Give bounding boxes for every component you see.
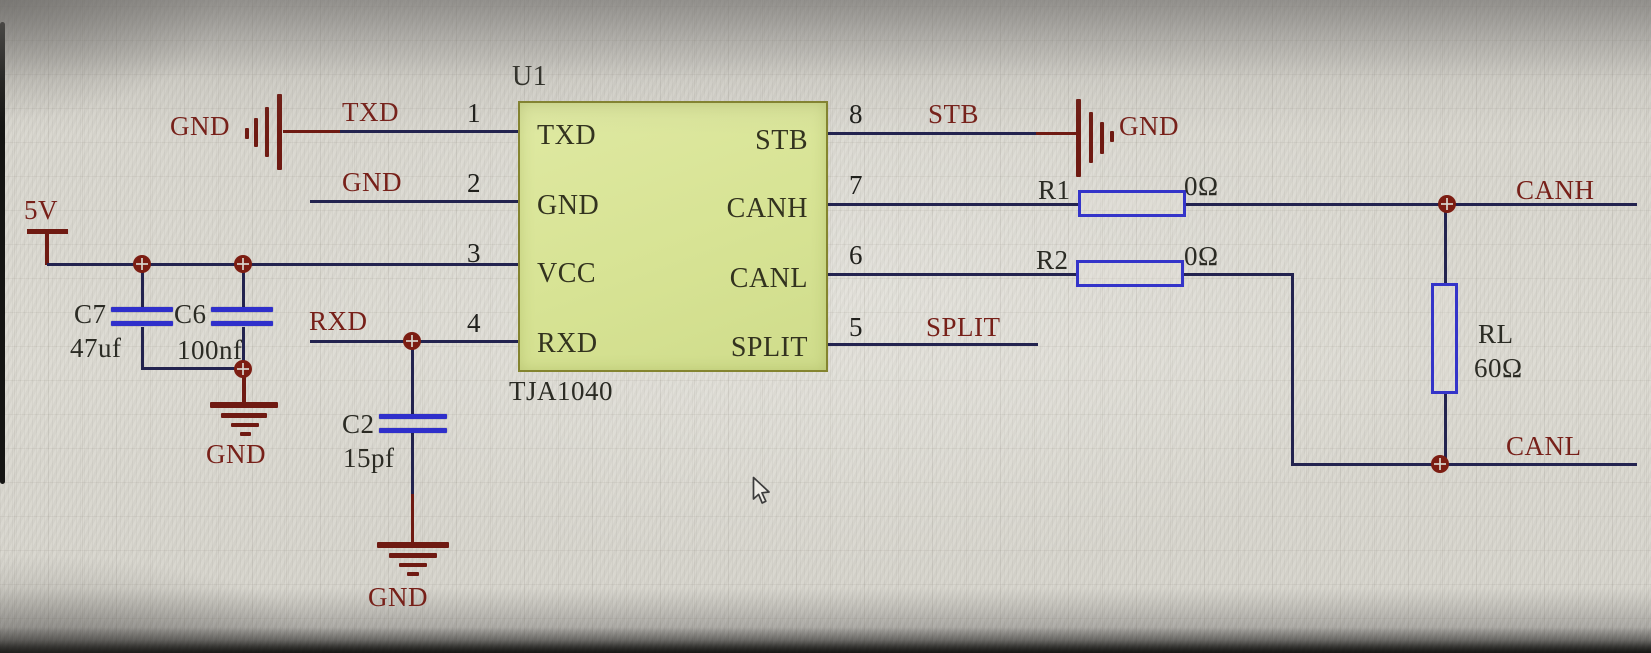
wire-c7-bottom[interactable] — [141, 327, 144, 370]
ground-bar — [407, 572, 419, 576]
pin-number-4: 4 — [467, 308, 481, 338]
ic-part-number[interactable]: TJA1040 — [509, 376, 613, 406]
resistor-r1-body[interactable] — [1078, 190, 1186, 217]
designator-c2[interactable]: C2 — [342, 409, 375, 439]
photo-left-edge — [0, 22, 5, 484]
wire-stb[interactable] — [828, 132, 1038, 135]
wire-split[interactable] — [828, 343, 1038, 346]
wire-gnd-pin2[interactable] — [310, 200, 518, 203]
wire-txd[interactable] — [340, 130, 518, 133]
value-c7[interactable]: 47uf — [70, 333, 122, 363]
net-label-split[interactable]: SPLIT — [926, 312, 1001, 342]
ground-symbol-c2-icon[interactable] — [377, 542, 449, 548]
ground-bar — [245, 128, 249, 139]
ground-bar — [1110, 131, 1114, 142]
ic-pin-name-rxd: RXD — [537, 328, 598, 359]
pin-number-5: 5 — [849, 312, 863, 342]
wire-c2-bottom[interactable] — [411, 433, 414, 495]
value-rl[interactable]: 60Ω — [1474, 353, 1523, 383]
value-r2[interactable]: 0Ω — [1184, 241, 1219, 271]
value-c6[interactable]: 100nf — [177, 335, 243, 365]
mouse-cursor-icon — [752, 476, 772, 511]
ic-pin-name-canh: CANH — [726, 193, 808, 224]
ground-bar — [399, 563, 427, 567]
wire-caps-join[interactable] — [141, 367, 245, 370]
junction-canh-rl — [1438, 195, 1456, 213]
net-label-gnd-c6[interactable]: GND — [206, 439, 266, 469]
designator-c7[interactable]: C7 — [74, 299, 107, 329]
net-label-canl[interactable]: CANL — [1506, 431, 1582, 461]
ground-bar — [389, 553, 437, 558]
wire-to-ground-c2[interactable] — [411, 494, 414, 544]
pin-number-2: 2 — [467, 168, 481, 198]
pin-number-1: 1 — [467, 98, 481, 128]
net-label-txd[interactable]: TXD — [342, 97, 399, 127]
ground-bar — [1100, 122, 1104, 154]
capacitor-c7-plate[interactable] — [111, 307, 173, 312]
junction-canl-rl — [1431, 455, 1449, 473]
wire-5v-stub[interactable] — [45, 233, 49, 265]
ic-pin-name-split: SPLIT — [730, 332, 808, 363]
capacitor-c2-plate[interactable] — [379, 414, 447, 419]
junction-c6-rail — [234, 255, 252, 273]
net-label-gnd-txd[interactable]: GND — [170, 111, 230, 141]
wire-c2-top[interactable] — [411, 342, 414, 416]
pin-number-6: 6 — [849, 240, 863, 270]
value-c2[interactable]: 15pf — [343, 443, 395, 473]
capacitor-c6-plate[interactable] — [211, 321, 273, 326]
ic-pin-name-stb: STB — [755, 125, 808, 156]
ic-designator[interactable]: U1 — [512, 61, 548, 92]
wire-canl-mid[interactable] — [1184, 273, 1294, 276]
resistor-r2-body[interactable] — [1076, 260, 1184, 287]
value-r1[interactable]: 0Ω — [1184, 171, 1219, 201]
capacitor-c7-plate[interactable] — [111, 321, 173, 326]
capacitor-c2-plate[interactable] — [379, 428, 447, 433]
ic-pin-name-canl: CANL — [729, 263, 808, 294]
capacitor-c6-plate[interactable] — [211, 307, 273, 312]
junction-rxd-c2 — [403, 332, 421, 350]
net-label-rxd[interactable]: RXD — [309, 306, 368, 336]
wire-canl-bottom[interactable] — [1291, 463, 1637, 466]
net-label-canh[interactable]: CANH — [1516, 175, 1595, 205]
ground-symbol-txd-icon[interactable] — [277, 94, 282, 170]
pin-number-7: 7 — [849, 170, 863, 200]
pin-number-3: 3 — [467, 238, 481, 268]
ic-pin-name-gnd: GND — [537, 190, 600, 221]
ground-symbol-stb-icon[interactable] — [1076, 99, 1081, 177]
net-label-gnd-c2[interactable]: GND — [368, 582, 428, 612]
junction-c7-rail — [133, 255, 151, 273]
designator-r2[interactable]: R2 — [1036, 245, 1069, 275]
wire-rl-top[interactable] — [1444, 205, 1447, 283]
ic-pin-name-vcc: VCC — [537, 258, 597, 289]
ground-bar — [1089, 112, 1093, 163]
ground-bar — [240, 432, 251, 436]
net-label-gnd-stb[interactable]: GND — [1119, 111, 1179, 141]
net-label-stb[interactable]: STB — [928, 99, 980, 129]
ground-symbol-c6-icon[interactable] — [210, 402, 278, 408]
net-label-gnd-pin2[interactable]: GND — [342, 167, 402, 197]
ground-bar — [231, 423, 259, 427]
wire-canl-drop[interactable] — [1291, 273, 1294, 465]
designator-c6[interactable]: C6 — [174, 299, 207, 329]
5v-power-bar[interactable] — [27, 229, 68, 234]
ground-bar — [221, 413, 267, 418]
wire-stb-ground-stub[interactable] — [1036, 132, 1078, 135]
wire-txd-ground-stub[interactable] — [283, 130, 341, 133]
pin-number-8: 8 — [849, 99, 863, 129]
net-label-5v[interactable]: 5V — [24, 195, 58, 225]
ground-bar — [265, 107, 269, 157]
ground-bar — [254, 118, 258, 147]
resistor-rl-body[interactable] — [1431, 283, 1458, 394]
designator-r1[interactable]: R1 — [1038, 175, 1071, 205]
designator-rl[interactable]: RL — [1478, 319, 1514, 349]
wire-vcc-rail[interactable] — [47, 263, 518, 266]
ic-pin-name-txd: TXD — [537, 120, 597, 151]
